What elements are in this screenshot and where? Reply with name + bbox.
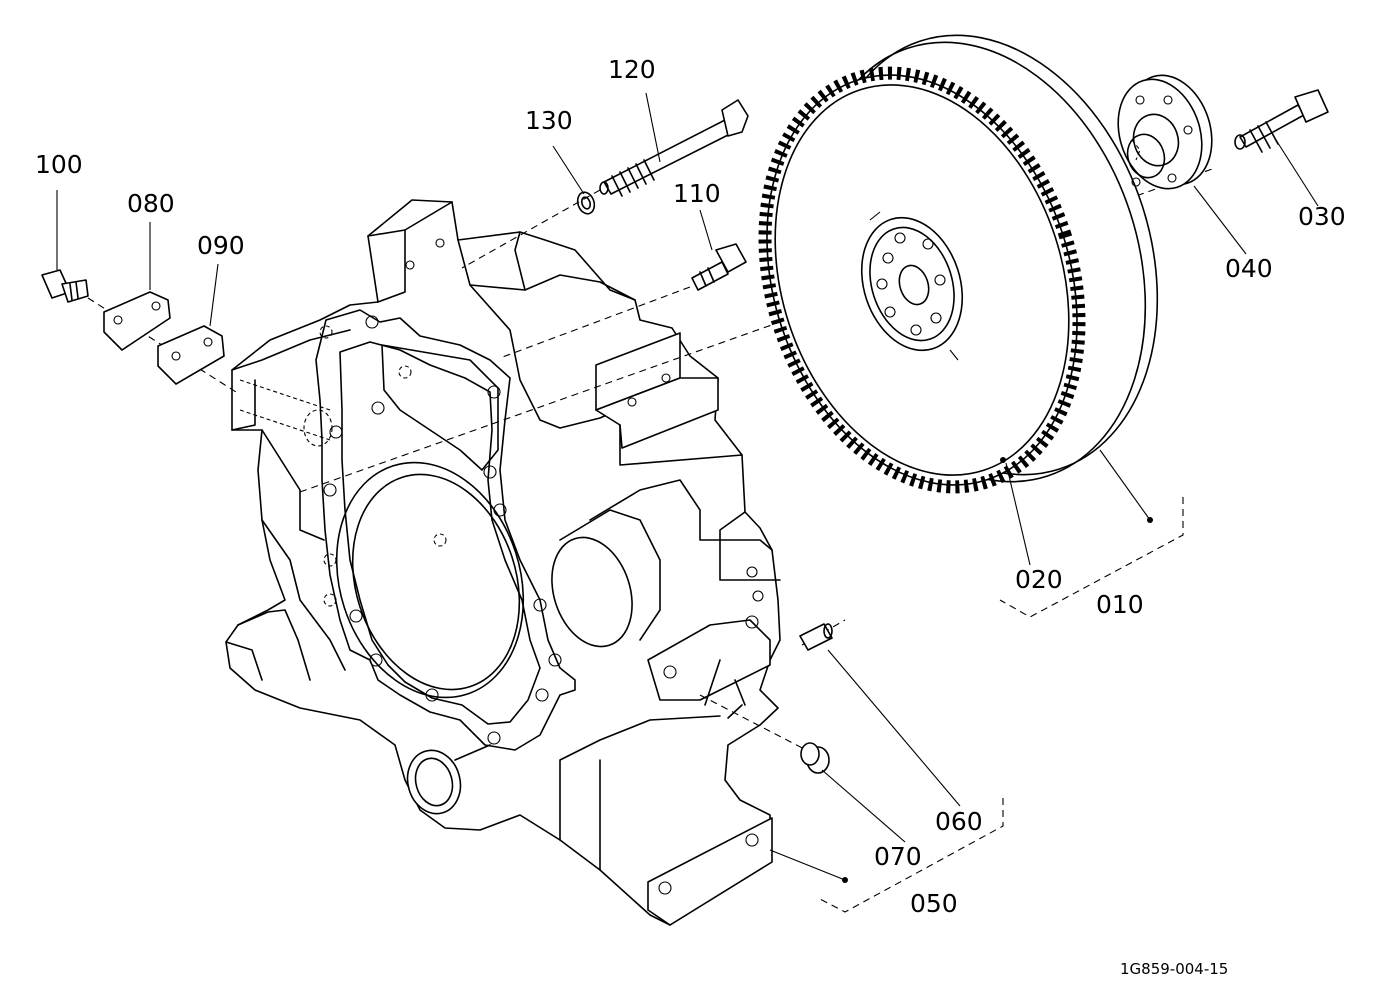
bolt-030-part xyxy=(1234,89,1329,153)
ring-gear-teeth xyxy=(758,66,1086,494)
callout-100: 100 xyxy=(35,150,83,179)
drawing-code: 1G859-004-15 xyxy=(1120,960,1228,978)
callout-080: 080 xyxy=(127,189,175,218)
flywheel-housing-part xyxy=(225,199,781,926)
callout-060: 060 xyxy=(935,807,983,836)
washer-130-part xyxy=(576,191,596,215)
gasket-090-part xyxy=(157,325,225,385)
callout-030: 030 xyxy=(1298,202,1346,231)
bolt-110-part xyxy=(691,243,747,291)
callout-labels: 100 080 090 130 120 110 030 040 020 010 … xyxy=(35,55,1346,918)
plug-070-part xyxy=(800,742,830,774)
flange-bolt-holes xyxy=(323,315,562,745)
callout-050: 050 xyxy=(910,889,958,918)
hidden-holes xyxy=(319,325,447,607)
callout-040: 040 xyxy=(1225,254,1273,283)
bolt-120-part xyxy=(599,99,749,197)
callout-010: 010 xyxy=(1096,590,1144,619)
pin-060-part xyxy=(799,623,833,651)
bolt-100-part xyxy=(41,269,89,303)
callout-020: 020 xyxy=(1015,565,1063,594)
callout-110: 110 xyxy=(673,179,721,208)
callout-130: 130 xyxy=(525,106,573,135)
callout-120: 120 xyxy=(608,55,656,84)
leader-lines xyxy=(56,92,1319,883)
flywheel-part xyxy=(758,34,1159,494)
coupling-part xyxy=(1117,74,1213,190)
callout-070: 070 xyxy=(874,842,922,871)
plate-080-part xyxy=(103,291,171,351)
flywheel-hub-holes xyxy=(876,232,946,336)
callout-090: 090 xyxy=(197,231,245,260)
assembly-brackets xyxy=(817,497,1184,913)
